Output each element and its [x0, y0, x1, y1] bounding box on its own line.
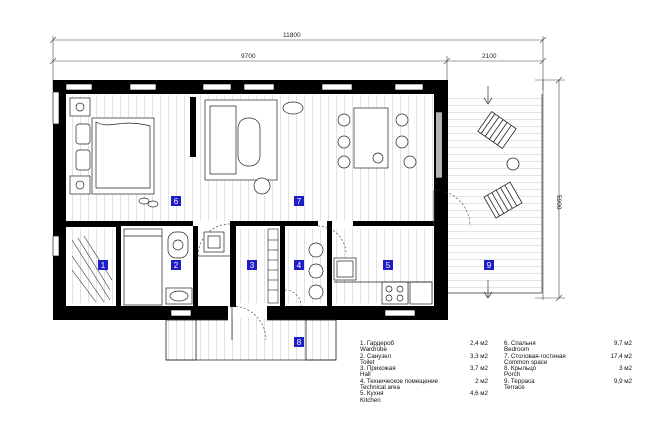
bathroom-fixtures: [123, 228, 225, 306]
legend-item: 5. Кухня 4,6 м2 Kitchen: [360, 390, 488, 404]
dimension-depth: 5900: [555, 195, 562, 210]
room-label-8: 8: [297, 338, 302, 347]
dimension-main: 9700: [241, 53, 256, 60]
terrace: [448, 86, 543, 299]
legend-item: 3. Прихожая 3,7 м2 Hall: [360, 365, 488, 379]
room-label-5: 5: [386, 261, 391, 270]
room-label-6: 6: [174, 197, 179, 206]
living-furniture: [204, 99, 417, 195]
room-label-1: 1: [101, 261, 106, 270]
legend-item: 1. Гардероб 2,4 м2 Wardrobe: [360, 340, 488, 354]
legend-item: 4. Техническое помещение 2 м2 Technical …: [360, 377, 488, 392]
legend-item: 8. Крыльцо 3 м2 Porch: [504, 365, 632, 379]
room-badges: 1 2 3 4 5 6 7 8 9: [98, 196, 494, 347]
door-leaves: [198, 190, 435, 340]
room-label-9: 9: [487, 261, 492, 270]
wardrobe-hangers: [71, 235, 113, 303]
room-label-3: 3: [250, 261, 255, 270]
legend-left-column: 1. Гардероб 2,4 м2 Wardrobe 2. Санузел 3…: [360, 340, 488, 404]
legend-item: 9. Терраса 9,9 м2 Terrace: [504, 377, 632, 392]
room-label-7: 7: [297, 197, 302, 206]
tech-equipment: [308, 242, 324, 300]
wardrobe-floor: [68, 229, 118, 303]
legend-item: 7. Столовая-гостиная 17,4 м2 Common spac…: [504, 352, 632, 366]
legend-item: 6. Спальня 9,7 м2 Bedroom: [504, 340, 632, 354]
interior-walls: [66, 97, 434, 307]
dimension-terrace: 2100: [482, 53, 497, 60]
dimension-total: 11800: [283, 32, 301, 39]
dimension-lines: [49, 36, 565, 302]
room-label-2: 2: [174, 261, 179, 270]
windows: [52, 83, 443, 317]
legend-item: 2. Санузел 3,3 м2 Toilet: [360, 352, 488, 366]
porch: [165, 319, 337, 361]
porch-floor: [166, 318, 336, 360]
hall-shelf: [267, 228, 279, 304]
kitchen-fixtures: [333, 257, 433, 305]
room-label-4: 4: [297, 261, 302, 270]
legend-right-column: 6. Спальня 9,7 м2 Bedroom 7. Столовая-го…: [504, 340, 632, 392]
terrace-chairs: [477, 111, 523, 219]
bedroom-furniture: [69, 97, 159, 208]
